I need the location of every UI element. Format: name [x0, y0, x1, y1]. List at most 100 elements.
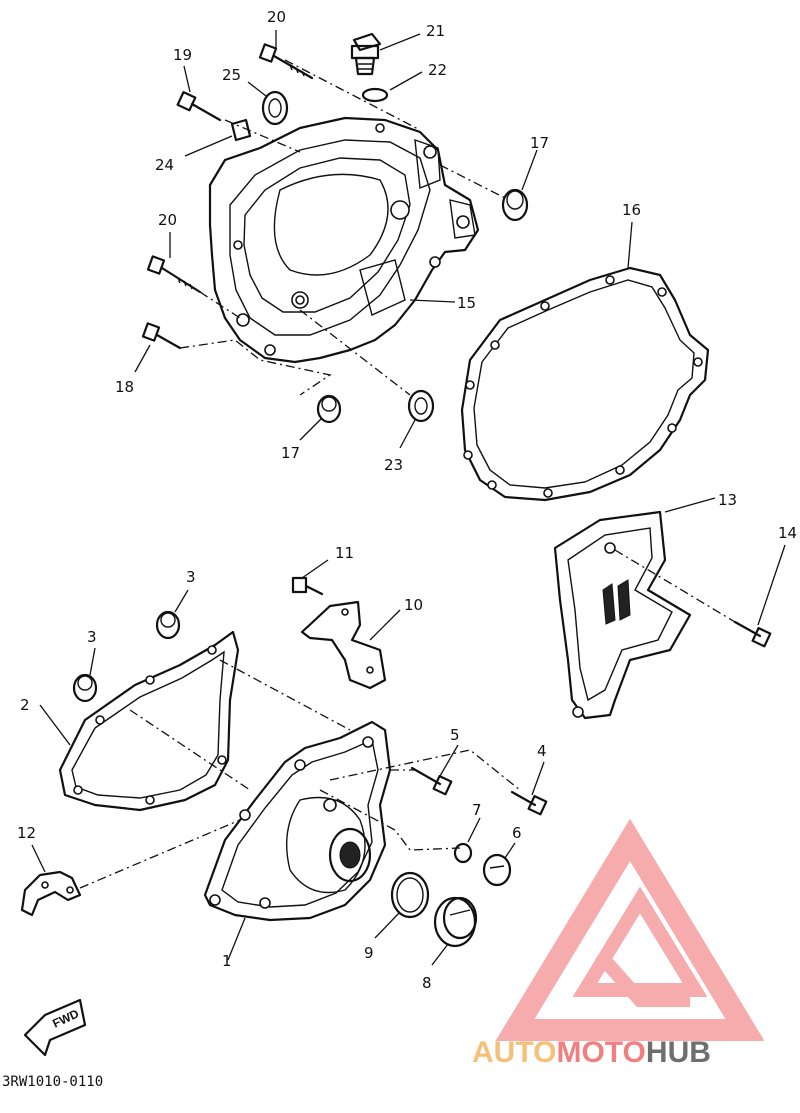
bolt-14 — [733, 620, 772, 648]
oil-seal-25 — [261, 90, 289, 126]
plug-8 — [433, 896, 478, 948]
lead-9 — [374, 911, 401, 939]
guide-line-3 — [439, 164, 506, 199]
o-ring-22 — [361, 87, 389, 103]
callout-13: 13 — [718, 491, 737, 509]
callout-3-lower: 3 — [87, 628, 97, 646]
guide-line-8 — [219, 659, 351, 731]
sprocket-cover-13 — [553, 510, 692, 720]
dowel-3-upper — [155, 610, 181, 640]
lead-19 — [183, 65, 191, 93]
lead-13 — [664, 497, 716, 513]
lead-8 — [431, 943, 449, 966]
guide-line-4 — [199, 291, 241, 319]
callout-18: 18 — [115, 378, 134, 396]
guide-line-1 — [284, 59, 421, 131]
callout-16: 16 — [622, 201, 641, 219]
watermark-text: AUTOMOTOHUB — [472, 1036, 711, 1069]
lead-6 — [504, 842, 516, 859]
dowel-24 — [230, 118, 252, 142]
callout-20-top: 20 — [267, 8, 286, 26]
collar-17-bottom — [316, 394, 342, 424]
callout-10: 10 — [404, 596, 423, 614]
clamp-12 — [20, 870, 82, 917]
callout-19: 19 — [173, 46, 192, 64]
callout-25: 25 — [222, 66, 241, 84]
crankcase-cover-15 — [208, 116, 480, 364]
collar-17-top — [501, 188, 529, 222]
oil-seal-23 — [407, 389, 435, 423]
callout-21: 21 — [426, 22, 445, 40]
plug-6 — [482, 853, 512, 887]
guide-line-6 — [299, 309, 411, 396]
lead-5 — [439, 744, 459, 777]
guide-line-12 — [79, 819, 241, 889]
watermark-moto: MOTO — [556, 1036, 645, 1069]
guide-line-11 — [329, 749, 521, 791]
lead-10 — [369, 609, 401, 641]
lead-17-bottom — [299, 417, 323, 441]
gasket-2 — [58, 630, 240, 812]
bolt-11 — [291, 576, 324, 596]
watermark-auto: AUTO — [472, 1036, 556, 1069]
lead-25 — [247, 81, 267, 97]
bracket-10 — [300, 600, 387, 690]
callout-22: 22 — [428, 61, 447, 79]
gasket-16 — [460, 266, 710, 502]
callout-8: 8 — [422, 974, 432, 992]
callout-3-upper: 3 — [186, 568, 196, 586]
guide-line-2 — [224, 119, 301, 153]
o-ring-9 — [390, 871, 430, 919]
lead-4 — [531, 761, 545, 796]
callout-2: 2 — [20, 696, 30, 714]
lead-22 — [389, 71, 423, 91]
callout-17-bottom: 17 — [281, 444, 300, 462]
callout-14: 14 — [778, 524, 797, 542]
callout-5: 5 — [450, 726, 460, 744]
dowel-3-lower — [72, 673, 98, 703]
lead-7 — [467, 817, 481, 843]
callout-4: 4 — [537, 742, 547, 760]
oil-filler-cap-21 — [350, 32, 382, 76]
guide-line-5 — [179, 339, 332, 396]
callout-12: 12 — [17, 824, 36, 842]
guide-line-10 — [319, 789, 461, 851]
lead-3-upper — [174, 589, 189, 613]
callout-15: 15 — [457, 294, 476, 312]
callout-20-mid: 20 — [158, 211, 177, 229]
watermark-hub: HUB — [646, 1036, 711, 1069]
lead-14 — [757, 544, 786, 626]
callout-11: 11 — [335, 544, 354, 562]
callout-9: 9 — [364, 944, 374, 962]
bolt-4 — [510, 790, 548, 816]
callout-1: 1 — [222, 952, 232, 970]
callout-7: 7 — [472, 801, 482, 819]
watermark-logo — [495, 818, 765, 1041]
lead-18 — [134, 344, 151, 373]
lead-2 — [39, 704, 71, 746]
lead-11 — [301, 559, 329, 579]
o-ring-7 — [453, 842, 473, 864]
lead-17-top — [521, 149, 538, 191]
callout-23: 23 — [384, 456, 403, 474]
lead-3-lower — [89, 647, 96, 676]
guide-line-13 — [614, 549, 741, 626]
drawing-code: 3RW1010-0110 — [2, 1074, 103, 1090]
bolt-20-mid — [146, 255, 202, 294]
crankcase-cover-1 — [203, 720, 392, 922]
guide-line-7 — [129, 709, 251, 791]
lead-24 — [184, 135, 233, 157]
bolt-19 — [176, 91, 222, 122]
lead-1 — [227, 917, 246, 961]
lead-12 — [31, 844, 46, 873]
lead-23 — [399, 419, 416, 449]
callout-6: 6 — [512, 824, 522, 842]
callout-24: 24 — [155, 156, 174, 174]
lead-21 — [379, 33, 421, 51]
lead-16 — [627, 221, 633, 269]
lead-15 — [409, 299, 456, 303]
bolt-5 — [410, 766, 453, 796]
bolt-20-top — [258, 43, 314, 80]
bolt-18 — [141, 322, 182, 350]
